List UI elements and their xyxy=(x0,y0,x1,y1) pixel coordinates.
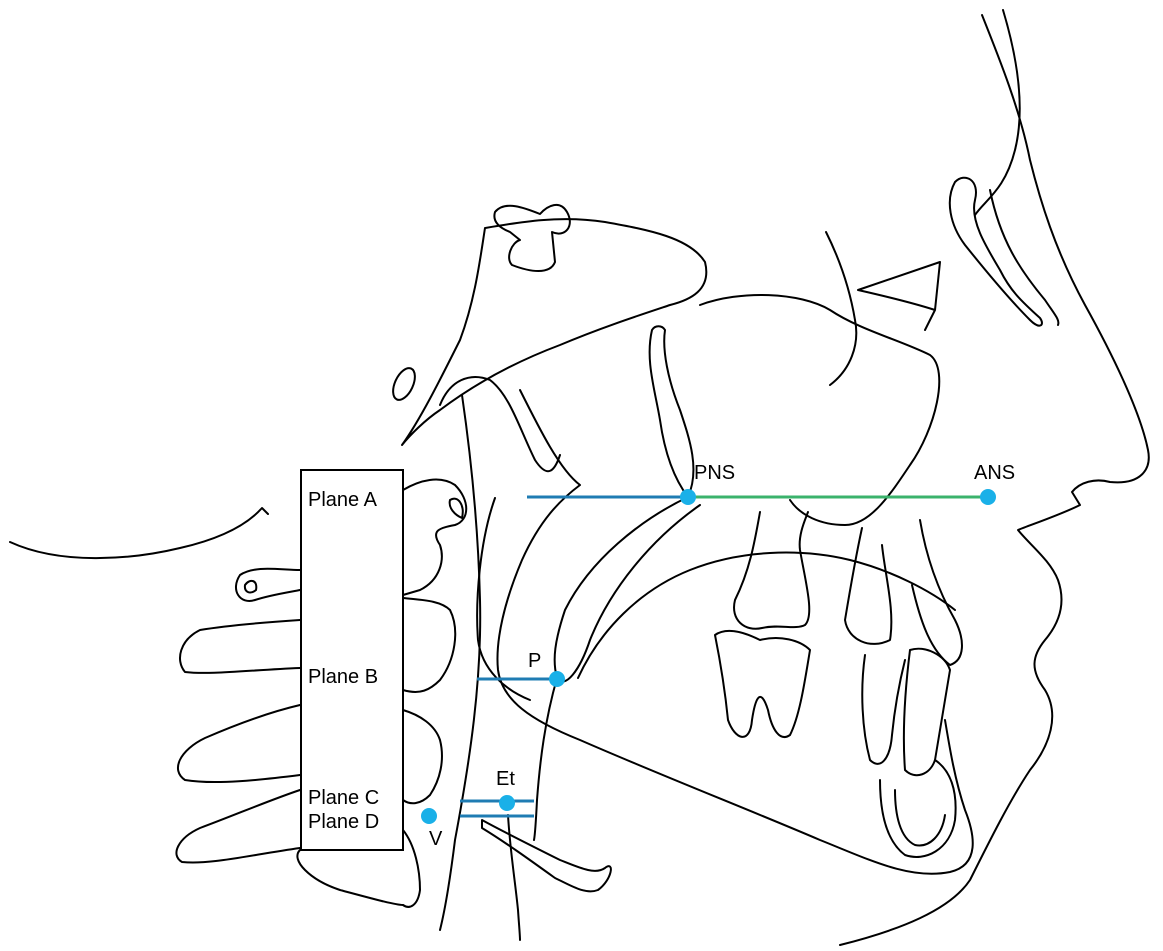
mastoid-oval xyxy=(389,365,420,403)
lower-incisor xyxy=(904,649,950,776)
plane-d-label: Plane D xyxy=(308,811,379,833)
hyoid-bone xyxy=(482,820,611,891)
sella-turcica xyxy=(494,205,569,271)
pterygomaxillary-fissure xyxy=(650,326,694,497)
epiglottis xyxy=(508,815,520,940)
frontal-bone-outer xyxy=(975,10,1020,215)
occipital-outline xyxy=(10,508,268,558)
upper-molar xyxy=(734,512,809,629)
plane-c-label: Plane C xyxy=(308,787,379,809)
spinous-process-2 xyxy=(180,620,300,673)
maxilla-body xyxy=(700,295,939,525)
upper-incisor xyxy=(912,520,962,665)
vertebra-c5 xyxy=(403,830,420,907)
v-point xyxy=(421,808,437,824)
spinous-process-4 xyxy=(176,790,300,863)
p-label: P xyxy=(528,650,541,672)
pns-label: PNS xyxy=(694,462,735,484)
condyle-outline xyxy=(440,377,560,471)
vertebra-c3 xyxy=(403,598,455,692)
vertebra-c2 xyxy=(403,480,466,595)
soft-palate xyxy=(555,497,700,682)
ans-point xyxy=(980,489,996,505)
spinous-process-1-hole xyxy=(245,581,256,593)
vertebra-c4 xyxy=(403,710,442,803)
ans-label: ANS xyxy=(974,462,1015,484)
plane-b-label: Plane B xyxy=(308,666,378,688)
mandible-ramus xyxy=(477,498,530,700)
p-point xyxy=(549,671,565,687)
upper-premolar xyxy=(845,528,891,644)
et-label: Et xyxy=(496,768,515,790)
frontal-bone-inner xyxy=(990,190,1058,325)
plane-a-label: Plane A xyxy=(308,489,378,511)
posterior-pharyngeal-wall xyxy=(440,395,480,930)
spinous-process-3 xyxy=(178,705,300,782)
v-label: V xyxy=(429,828,443,850)
lower-molar xyxy=(715,631,810,737)
nasal-bone xyxy=(950,178,1042,326)
plane-box: Plane A Plane B Plane C Plane D xyxy=(301,470,403,850)
tongue-dorsum xyxy=(534,678,557,840)
mandibular-canal xyxy=(578,553,955,678)
symphysis-inner xyxy=(895,790,945,845)
lower-premolar xyxy=(862,655,905,764)
orbit-outline xyxy=(826,232,856,385)
spinous-process-5 xyxy=(297,850,403,905)
vertebra-c2-odontoid xyxy=(450,499,463,518)
orbit-triangle xyxy=(858,262,940,330)
pns-point xyxy=(680,489,696,505)
et-point xyxy=(499,795,515,811)
